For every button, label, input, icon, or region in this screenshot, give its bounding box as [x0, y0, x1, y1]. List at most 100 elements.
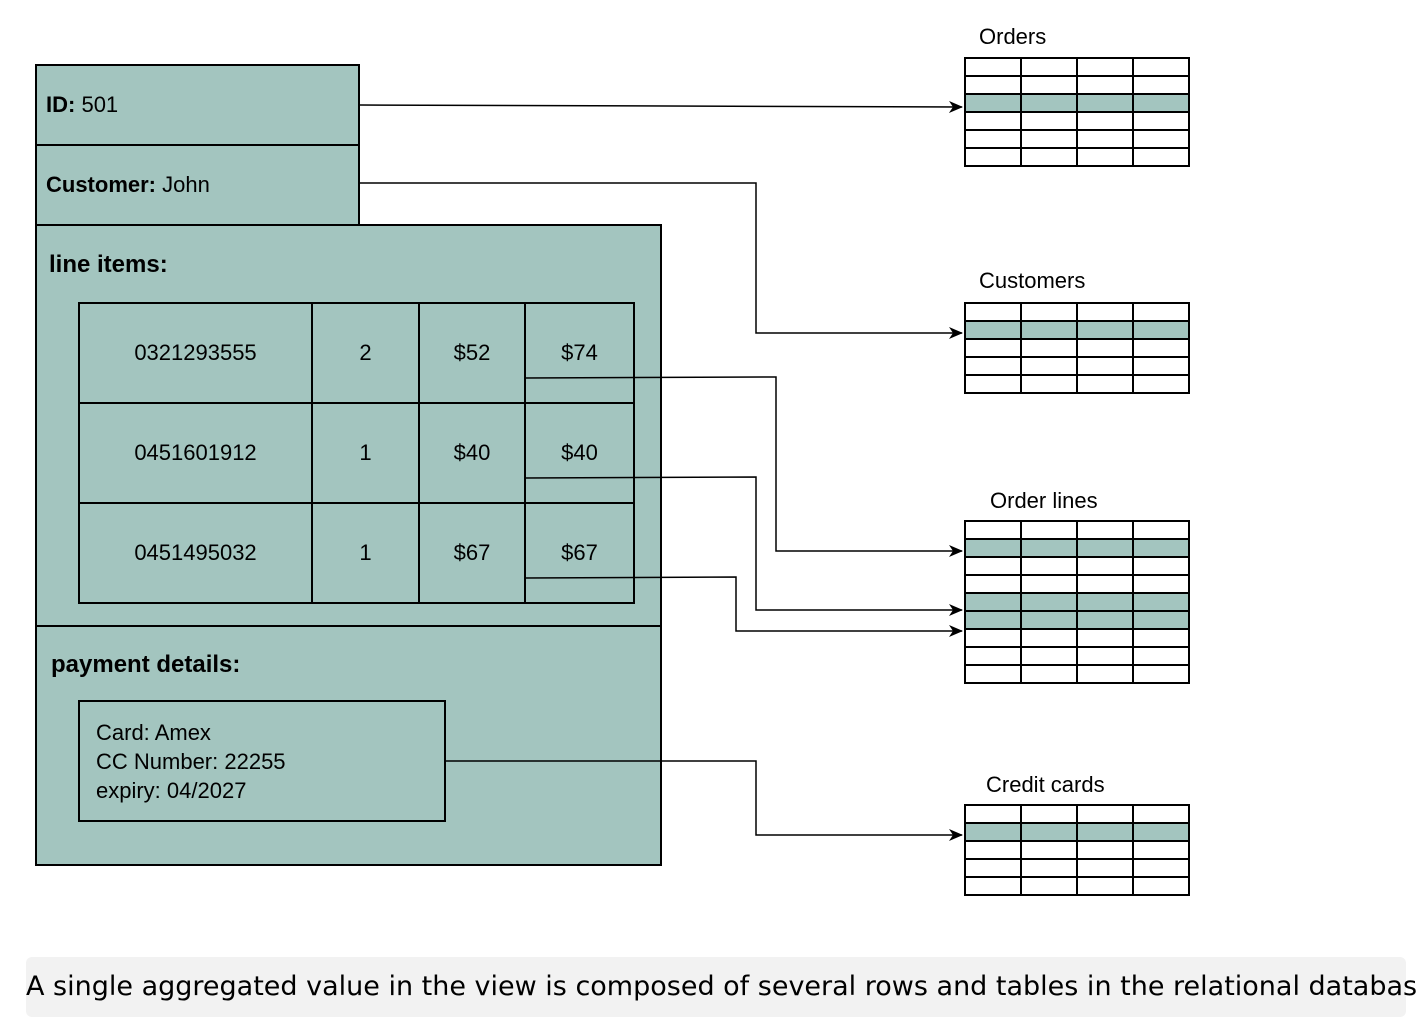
order-id-value: 501	[81, 92, 119, 117]
table-cell	[1132, 804, 1190, 824]
credit-cards-table-title: Credit cards	[986, 772, 1105, 797]
table-cell	[1076, 57, 1134, 77]
table-cell	[964, 610, 1022, 630]
table-cell	[964, 664, 1022, 684]
table-cell	[1132, 646, 1190, 666]
table-cell	[964, 111, 1022, 131]
line-item-qty: 1	[311, 402, 420, 504]
orders-table-title: Orders	[979, 24, 1047, 49]
table-row	[964, 858, 1190, 878]
table-row	[964, 356, 1190, 376]
table-cell	[964, 628, 1022, 648]
table-row	[964, 147, 1190, 167]
table-cell	[964, 356, 1022, 376]
table-cell	[1132, 520, 1190, 540]
table-cell	[1020, 320, 1078, 340]
payment-card-box: Card: Amex CC Number: 22255 expiry: 04/2…	[78, 700, 446, 822]
table-cell	[1020, 129, 1078, 149]
line-item-isbn: 0451601912	[78, 402, 313, 504]
table-cell	[1020, 302, 1078, 322]
table-cell	[964, 840, 1022, 860]
table-cell	[1020, 574, 1078, 594]
table-cell	[1132, 840, 1190, 860]
table-cell	[1076, 556, 1134, 576]
table-cell	[1132, 302, 1190, 322]
table-cell	[1076, 822, 1134, 842]
line-item-total: $67	[524, 502, 635, 604]
table-cell	[1076, 374, 1134, 394]
table-row	[964, 75, 1190, 95]
table-cell	[1020, 664, 1078, 684]
table-row	[964, 320, 1190, 340]
table-cell	[1076, 356, 1134, 376]
table-cell	[1132, 93, 1190, 113]
line-item-isbn: 0451495032	[78, 502, 313, 604]
table-cell	[964, 320, 1022, 340]
table-cell	[1132, 858, 1190, 878]
table-row	[964, 876, 1190, 896]
table-cell	[1020, 822, 1078, 842]
table-cell	[1076, 804, 1134, 824]
table-cell	[1132, 320, 1190, 340]
table-cell	[964, 147, 1022, 167]
table-cell	[1132, 876, 1190, 896]
table-cell	[1076, 646, 1134, 666]
table-row	[964, 628, 1190, 648]
order-lines-table-title: Order lines	[990, 488, 1098, 513]
table-row	[964, 93, 1190, 113]
table-cell	[1132, 574, 1190, 594]
table-row	[964, 840, 1190, 860]
table-cell	[1020, 610, 1078, 630]
table-cell	[1132, 356, 1190, 376]
table-cell	[1076, 520, 1134, 540]
table-cell	[964, 57, 1022, 77]
table-cell	[1132, 592, 1190, 612]
line-item-row: 0321293555 2 $52 $74	[78, 302, 635, 404]
table-cell	[1076, 664, 1134, 684]
line-item-row: 0451601912 1 $40 $40	[78, 402, 635, 504]
table-row	[964, 538, 1190, 558]
orders-table	[964, 57, 1190, 167]
table-cell	[964, 646, 1022, 666]
table-row	[964, 374, 1190, 394]
table-cell	[1020, 356, 1078, 376]
table-cell	[1076, 628, 1134, 648]
table-cell	[1132, 610, 1190, 630]
table-cell	[1076, 320, 1134, 340]
table-cell	[964, 75, 1022, 95]
table-cell	[1020, 592, 1078, 612]
table-row	[964, 592, 1190, 612]
table-cell	[964, 374, 1022, 394]
table-cell	[1076, 840, 1134, 860]
table-cell	[964, 302, 1022, 322]
table-cell	[1020, 628, 1078, 648]
table-row	[964, 111, 1190, 131]
table-cell	[1076, 129, 1134, 149]
payment-details-title: payment details:	[51, 651, 241, 678]
table-cell	[1076, 610, 1134, 630]
table-cell	[1132, 129, 1190, 149]
order-id-field: ID: 501	[46, 92, 118, 118]
order-lines-table	[964, 520, 1190, 684]
customers-table-title: Customers	[979, 268, 1086, 293]
table-cell	[1020, 338, 1078, 358]
order-id-box: ID: 501	[35, 64, 360, 146]
table-cell	[1132, 75, 1190, 95]
table-cell	[1076, 302, 1134, 322]
customer-box: Customer: John	[35, 144, 360, 226]
table-cell	[964, 338, 1022, 358]
order-id-label: ID:	[46, 92, 76, 117]
table-row	[964, 129, 1190, 149]
line-item-row: 0451495032 1 $67 $67	[78, 502, 635, 604]
table-cell	[964, 129, 1022, 149]
table-cell	[1076, 876, 1134, 896]
table-cell	[964, 876, 1022, 896]
table-cell	[964, 574, 1022, 594]
diagram-caption: A single aggregated value in the view is…	[26, 957, 1418, 1017]
line-item-qty: 1	[311, 502, 420, 604]
table-cell	[1132, 147, 1190, 167]
table-cell	[1132, 822, 1190, 842]
table-cell	[1076, 538, 1134, 558]
table-cell	[964, 520, 1022, 540]
table-row	[964, 338, 1190, 358]
